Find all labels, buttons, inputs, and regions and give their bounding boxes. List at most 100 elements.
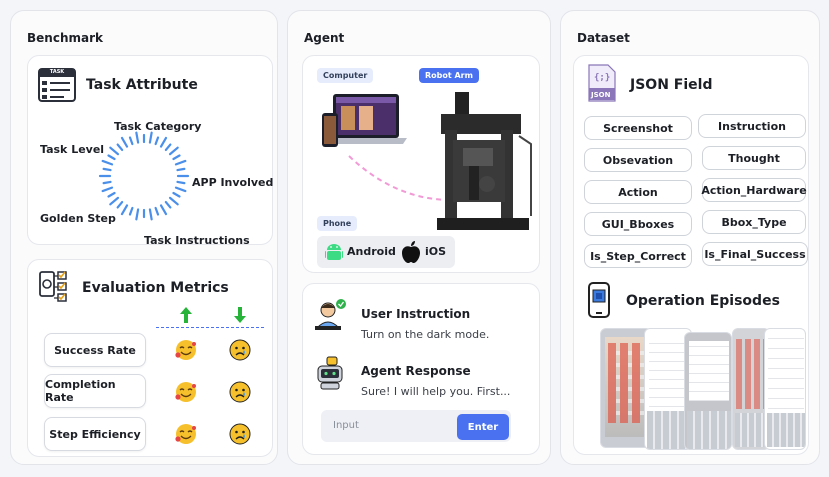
agent-response-text: Sure! I will help you. First... — [361, 385, 511, 398]
burst-ray — [102, 167, 112, 172]
field-action-hardware: Action_Hardware — [701, 178, 807, 202]
agent-panel: Agent Computer Robot Arm — [287, 10, 551, 465]
burst-ray — [148, 131, 153, 144]
benchmark-title: Benchmark — [27, 31, 103, 45]
agent-response-title: Agent Response — [361, 364, 471, 378]
chat-card: User Instruction Turn on the dark mode. … — [302, 283, 540, 455]
svg-text:{;}: {;} — [594, 73, 610, 83]
apple-icon — [402, 241, 420, 263]
chat-input-placeholder: Input — [333, 420, 359, 431]
burst-ray — [172, 191, 181, 198]
label-task-instructions: Task Instructions — [144, 234, 250, 247]
burst-ray — [176, 167, 186, 172]
metric-completion-rate: Completion Rate — [44, 374, 146, 408]
burst-ray — [120, 204, 129, 216]
json-file-icon: {;} — [588, 64, 616, 102]
enter-button[interactable]: Enter — [457, 414, 509, 440]
field-observation: Obsevation — [584, 148, 692, 172]
burst-ray — [128, 206, 134, 216]
burst-ray — [128, 136, 134, 146]
ios-label: iOS — [425, 245, 447, 258]
burst-ray — [135, 131, 140, 144]
burst-ray — [154, 206, 160, 216]
metric-success-rate: Success Rate — [44, 333, 146, 367]
happy-emoji-icon — [175, 382, 196, 402]
phone-device-icon — [322, 113, 338, 147]
burst-ray — [159, 204, 168, 216]
dataset-card: {;} JSON JSON Field Screenshot Instructi… — [573, 55, 809, 455]
burst-ray — [172, 154, 181, 161]
keyboard — [647, 411, 691, 449]
json-field-heading: JSON Field — [630, 77, 713, 93]
app-grid — [736, 339, 768, 409]
android-icon — [325, 244, 343, 260]
laptop-icon — [325, 94, 407, 144]
field-bbox-type: Bbox_Type — [702, 210, 806, 234]
dataset-title: Dataset — [577, 31, 630, 45]
phone-tag: Phone — [317, 216, 358, 231]
burst-ray — [154, 136, 160, 146]
burst-ray — [120, 136, 129, 148]
episode-screen-3 — [684, 332, 732, 450]
task-icon: TASK — [38, 68, 76, 102]
burst-ray — [164, 143, 172, 152]
burst-ray — [116, 143, 124, 152]
hardware-card: Computer Robot Arm — [302, 55, 540, 273]
field-is-final-success: Is_Final_Success — [702, 242, 808, 266]
radial-burst-icon — [98, 131, 190, 221]
burst-ray — [164, 200, 172, 209]
burst-ray — [107, 191, 116, 198]
burst-ray — [174, 159, 187, 166]
episode-screen-5 — [764, 328, 806, 450]
evaluation-metrics-heading: Evaluation Metrics — [82, 280, 229, 296]
burst-ray — [109, 146, 120, 156]
computer-tag: Computer — [317, 68, 374, 83]
burst-ray — [174, 186, 187, 193]
burst-ray — [168, 196, 179, 206]
robot-avatar-icon — [317, 356, 343, 390]
label-golden-step: Golden Step — [40, 212, 116, 225]
happy-emoji-icon — [175, 340, 196, 360]
app-grid — [608, 343, 648, 423]
arrow-up-icon — [180, 307, 192, 323]
burst-ray — [101, 159, 114, 166]
burst-ray — [148, 208, 153, 221]
field-thought: Thought — [702, 146, 806, 170]
field-is-step-correct: Is_Step_Correct — [584, 244, 692, 268]
robot-arm-icon — [437, 92, 532, 230]
arrow-down-icon — [234, 307, 246, 323]
burst-ray — [135, 208, 140, 221]
list-lines — [768, 337, 804, 409]
burst-ray — [159, 136, 168, 148]
user-avatar-icon — [315, 299, 346, 330]
list-lines — [689, 341, 729, 401]
episode-screen-4 — [732, 328, 770, 450]
dataset-panel: Dataset {;} JSON JSON Field Screenshot I… — [560, 10, 820, 465]
burst-ray — [101, 186, 114, 193]
metric-step-efficiency: Step Efficiency — [44, 417, 146, 451]
robot-arm-tag: Robot Arm — [419, 68, 479, 83]
task-icon-label: TASK — [49, 69, 65, 75]
burst-ray — [116, 200, 124, 209]
field-screenshot: Screenshot — [584, 116, 692, 140]
task-attribute-heading: Task Attribute — [86, 77, 198, 93]
json-icon-label: JSON — [591, 91, 611, 99]
evaluation-icon — [38, 270, 72, 304]
sad-emoji-icon — [229, 423, 251, 445]
keyboard — [687, 411, 731, 449]
user-instruction-title: User Instruction — [361, 307, 471, 321]
os-bar: Android iOS — [317, 236, 455, 268]
burst-ray — [176, 180, 186, 185]
burst-ray — [107, 154, 116, 161]
label-task-level: Task Level — [40, 143, 105, 156]
label-app-involved: APP Involved — [192, 176, 274, 189]
operation-episodes-heading: Operation Episodes — [626, 293, 780, 309]
user-instruction-text: Turn on the dark mode. — [361, 328, 490, 341]
burst-ray — [102, 180, 112, 185]
sad-emoji-icon — [229, 381, 251, 403]
keyboard — [735, 413, 769, 447]
label-task-category: Task Category — [114, 120, 202, 133]
episode-screen-1 — [600, 328, 652, 448]
benchmark-panel: Benchmark TASK Task Attribute Task Categ… — [10, 10, 278, 465]
happy-emoji-icon — [175, 424, 196, 444]
